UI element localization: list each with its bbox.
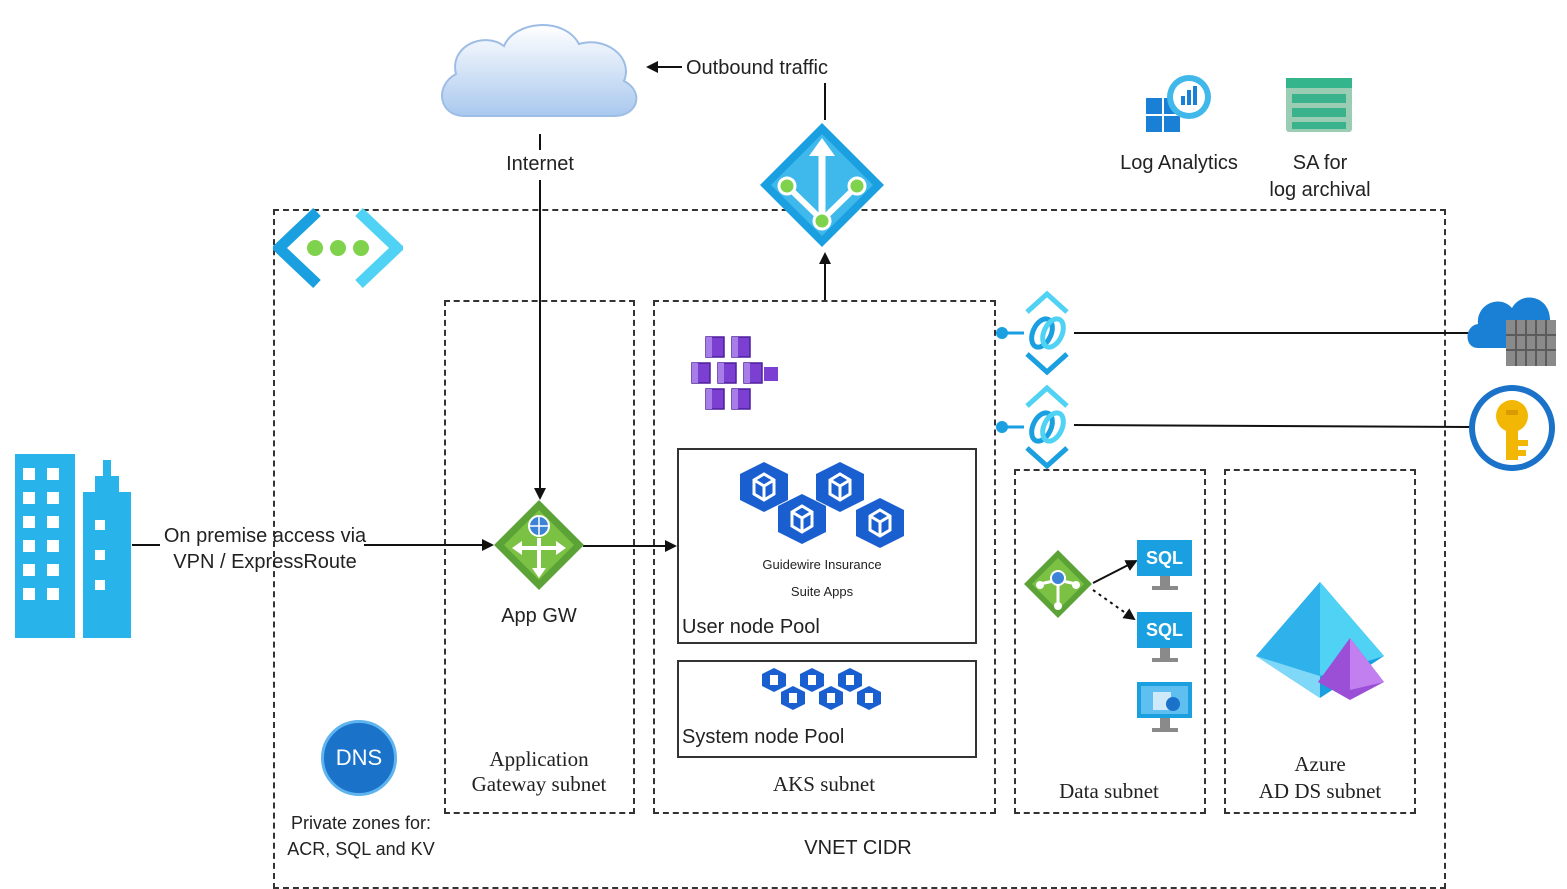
appgw-subnet-label-line2: Gateway subnet: [471, 772, 607, 796]
sql-vm-icon-1: SQL: [1137, 540, 1192, 594]
data-subnet-label: Data subnet: [1059, 779, 1159, 803]
firewall-icon: [760, 123, 884, 247]
application-gateway-icon: [494, 500, 584, 590]
on-premise-building-icon: [15, 454, 131, 638]
pe-acr-dot: [996, 327, 1008, 339]
app-gw-label: App GW: [501, 605, 577, 627]
aks-subnet-label: AKS subnet: [772, 772, 876, 796]
pe-kv-line: [1073, 424, 1471, 428]
azure-ad-ds-icon: [1256, 582, 1384, 700]
internet-label: Internet: [506, 153, 574, 175]
adds-subnet-label-line1: Azure: [1294, 752, 1346, 776]
lb-to-sql1-arrow: [1092, 560, 1138, 584]
storage-account-icon: [1286, 78, 1352, 132]
key-vault-icon: [1469, 385, 1555, 471]
log-analytics-label: Log Analytics: [1120, 152, 1238, 174]
container-registry-icon: [1467, 297, 1556, 366]
user-node-pool-box: [677, 448, 977, 644]
data-subnet-box: [1014, 469, 1206, 814]
system-node-pool-label: System node Pool: [682, 726, 845, 748]
onprem-label-line2: VPN / ExpressRoute: [173, 551, 357, 573]
sql-vm-label-2: SQL: [1145, 619, 1183, 640]
virtual-network-icon: [273, 208, 403, 288]
aks-subnet-box: [653, 300, 996, 814]
vnet-cidr-label: VNET CIDR: [804, 837, 912, 859]
kubernetes-service-icon: [691, 336, 778, 410]
internet-cloud-icon: [441, 24, 638, 117]
system-node-cubes-icon: [762, 668, 881, 710]
system-node-pool-box: [677, 660, 977, 758]
sa-label-line2: log archival: [1269, 179, 1371, 201]
user-node-pool-label: User node Pool: [682, 616, 820, 638]
sql-vm-icon-2: SQL: [1137, 612, 1192, 666]
guidewire-label-line1: Guidewire Insurance: [762, 557, 882, 572]
load-balancer-icon: [1024, 550, 1092, 618]
user-node-cubes-icon: [740, 462, 904, 548]
outbound-traffic-label: Outbound traffic: [686, 57, 828, 79]
appgw-subnet-label-line1: Application: [489, 747, 589, 771]
dns-icon-text: DNS: [335, 745, 383, 770]
guidewire-label-line2: Suite Apps: [790, 584, 854, 599]
dns-zones-label-line2: ACR, SQL and KV: [287, 839, 435, 859]
log-analytics-icon: [1146, 75, 1211, 132]
pe-kv-dot: [996, 421, 1008, 433]
dns-zones-label-line1: Private zones for:: [290, 813, 432, 833]
lb-to-sql2-arrow: [1092, 589, 1136, 621]
sa-label-line1: SA for: [1292, 152, 1348, 174]
private-endpoint-acr-icon: [1025, 290, 1069, 376]
adds-subnet-label-line2: AD DS subnet: [1258, 779, 1382, 803]
sql-vm-label-1: SQL: [1145, 547, 1183, 568]
onprem-label-line1: On premise access via: [163, 525, 367, 547]
dns-zone-icon: DNS: [321, 720, 397, 796]
adds-subnet-box: [1224, 469, 1416, 814]
private-endpoint-kv-icon: [1025, 384, 1069, 470]
virtual-machine-icon: [1137, 682, 1192, 732]
